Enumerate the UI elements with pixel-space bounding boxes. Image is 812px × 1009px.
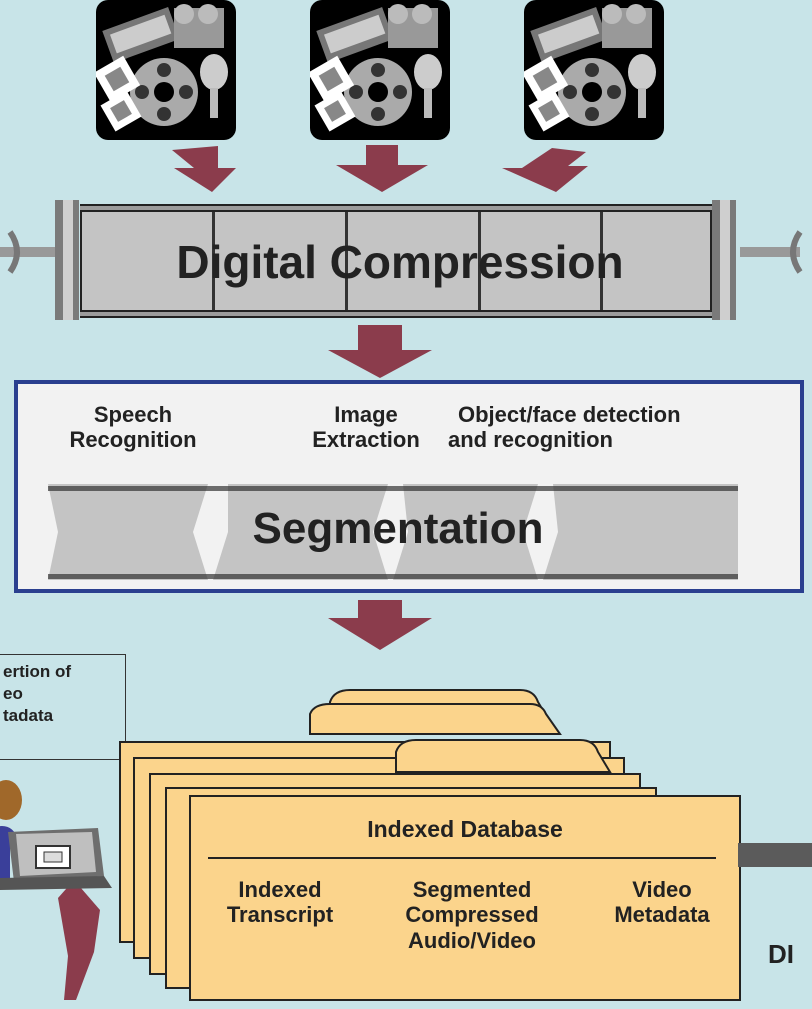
col1-line1: Indexed — [238, 877, 322, 902]
image-line1: Image — [334, 402, 398, 427]
insertion-line2: eo — [3, 684, 23, 704]
media-source-icon-2 — [307, 0, 450, 140]
media-source-icon-1 — [93, 0, 236, 140]
col2-line2: Compressed — [405, 902, 539, 928]
object-detection-label: Object/face detection and recognition — [448, 402, 808, 453]
compression-film-strip — [0, 200, 803, 320]
database-title: Indexed Database — [367, 816, 563, 842]
database-col-metadata: Video Metadata — [592, 877, 732, 928]
col2-line3: Audio/Video — [408, 927, 536, 953]
database-folders — [119, 689, 741, 1001]
insertion-line1: ertion of — [3, 662, 71, 681]
object-line1: Object/face detection — [458, 402, 681, 427]
speech-recognition-label: Speech Recognition — [38, 402, 228, 453]
col2-line1: Segmented — [412, 877, 532, 902]
arrow-down-center-icon — [336, 145, 428, 192]
speech-line2: Recognition — [69, 427, 197, 453]
database-output-connector — [738, 843, 812, 867]
segmentation-label: Segmentation — [252, 504, 544, 553]
person-terminal-icon — [0, 780, 112, 890]
col3-line1: Video — [632, 877, 692, 902]
compression-label: Digital Compression — [176, 236, 624, 288]
segmentation-panel: Speech Recognition Image Extraction Obje… — [14, 380, 804, 593]
database-col-audio-video: Segmented Compressed Audio/Video — [372, 877, 572, 953]
insertion-line3: tadata — [3, 706, 54, 726]
col3-line2: Metadata — [614, 902, 710, 928]
arrow-terminal-down-icon — [58, 880, 100, 1000]
col1-line2: Transcript — [226, 902, 334, 928]
speech-line1: Speech — [93, 402, 173, 427]
arrow-down-left-icon — [172, 146, 236, 192]
arrow-segmentation-to-database-icon — [328, 600, 432, 650]
image-line2: Extraction — [312, 427, 420, 453]
segmentation-film-strips — [48, 484, 738, 580]
arrow-compression-to-segmentation-icon — [328, 325, 432, 378]
media-source-icon-3 — [521, 0, 664, 140]
right-partial-label: DI — [768, 939, 794, 969]
image-extraction-label: Image Extraction — [276, 402, 456, 453]
database-col-transcript: Indexed Transcript — [200, 877, 360, 928]
insertion-metadata-box: ertion of eo tadata — [0, 654, 126, 760]
object-line2: and recognition — [448, 427, 613, 453]
arrow-down-right-icon — [502, 148, 588, 192]
